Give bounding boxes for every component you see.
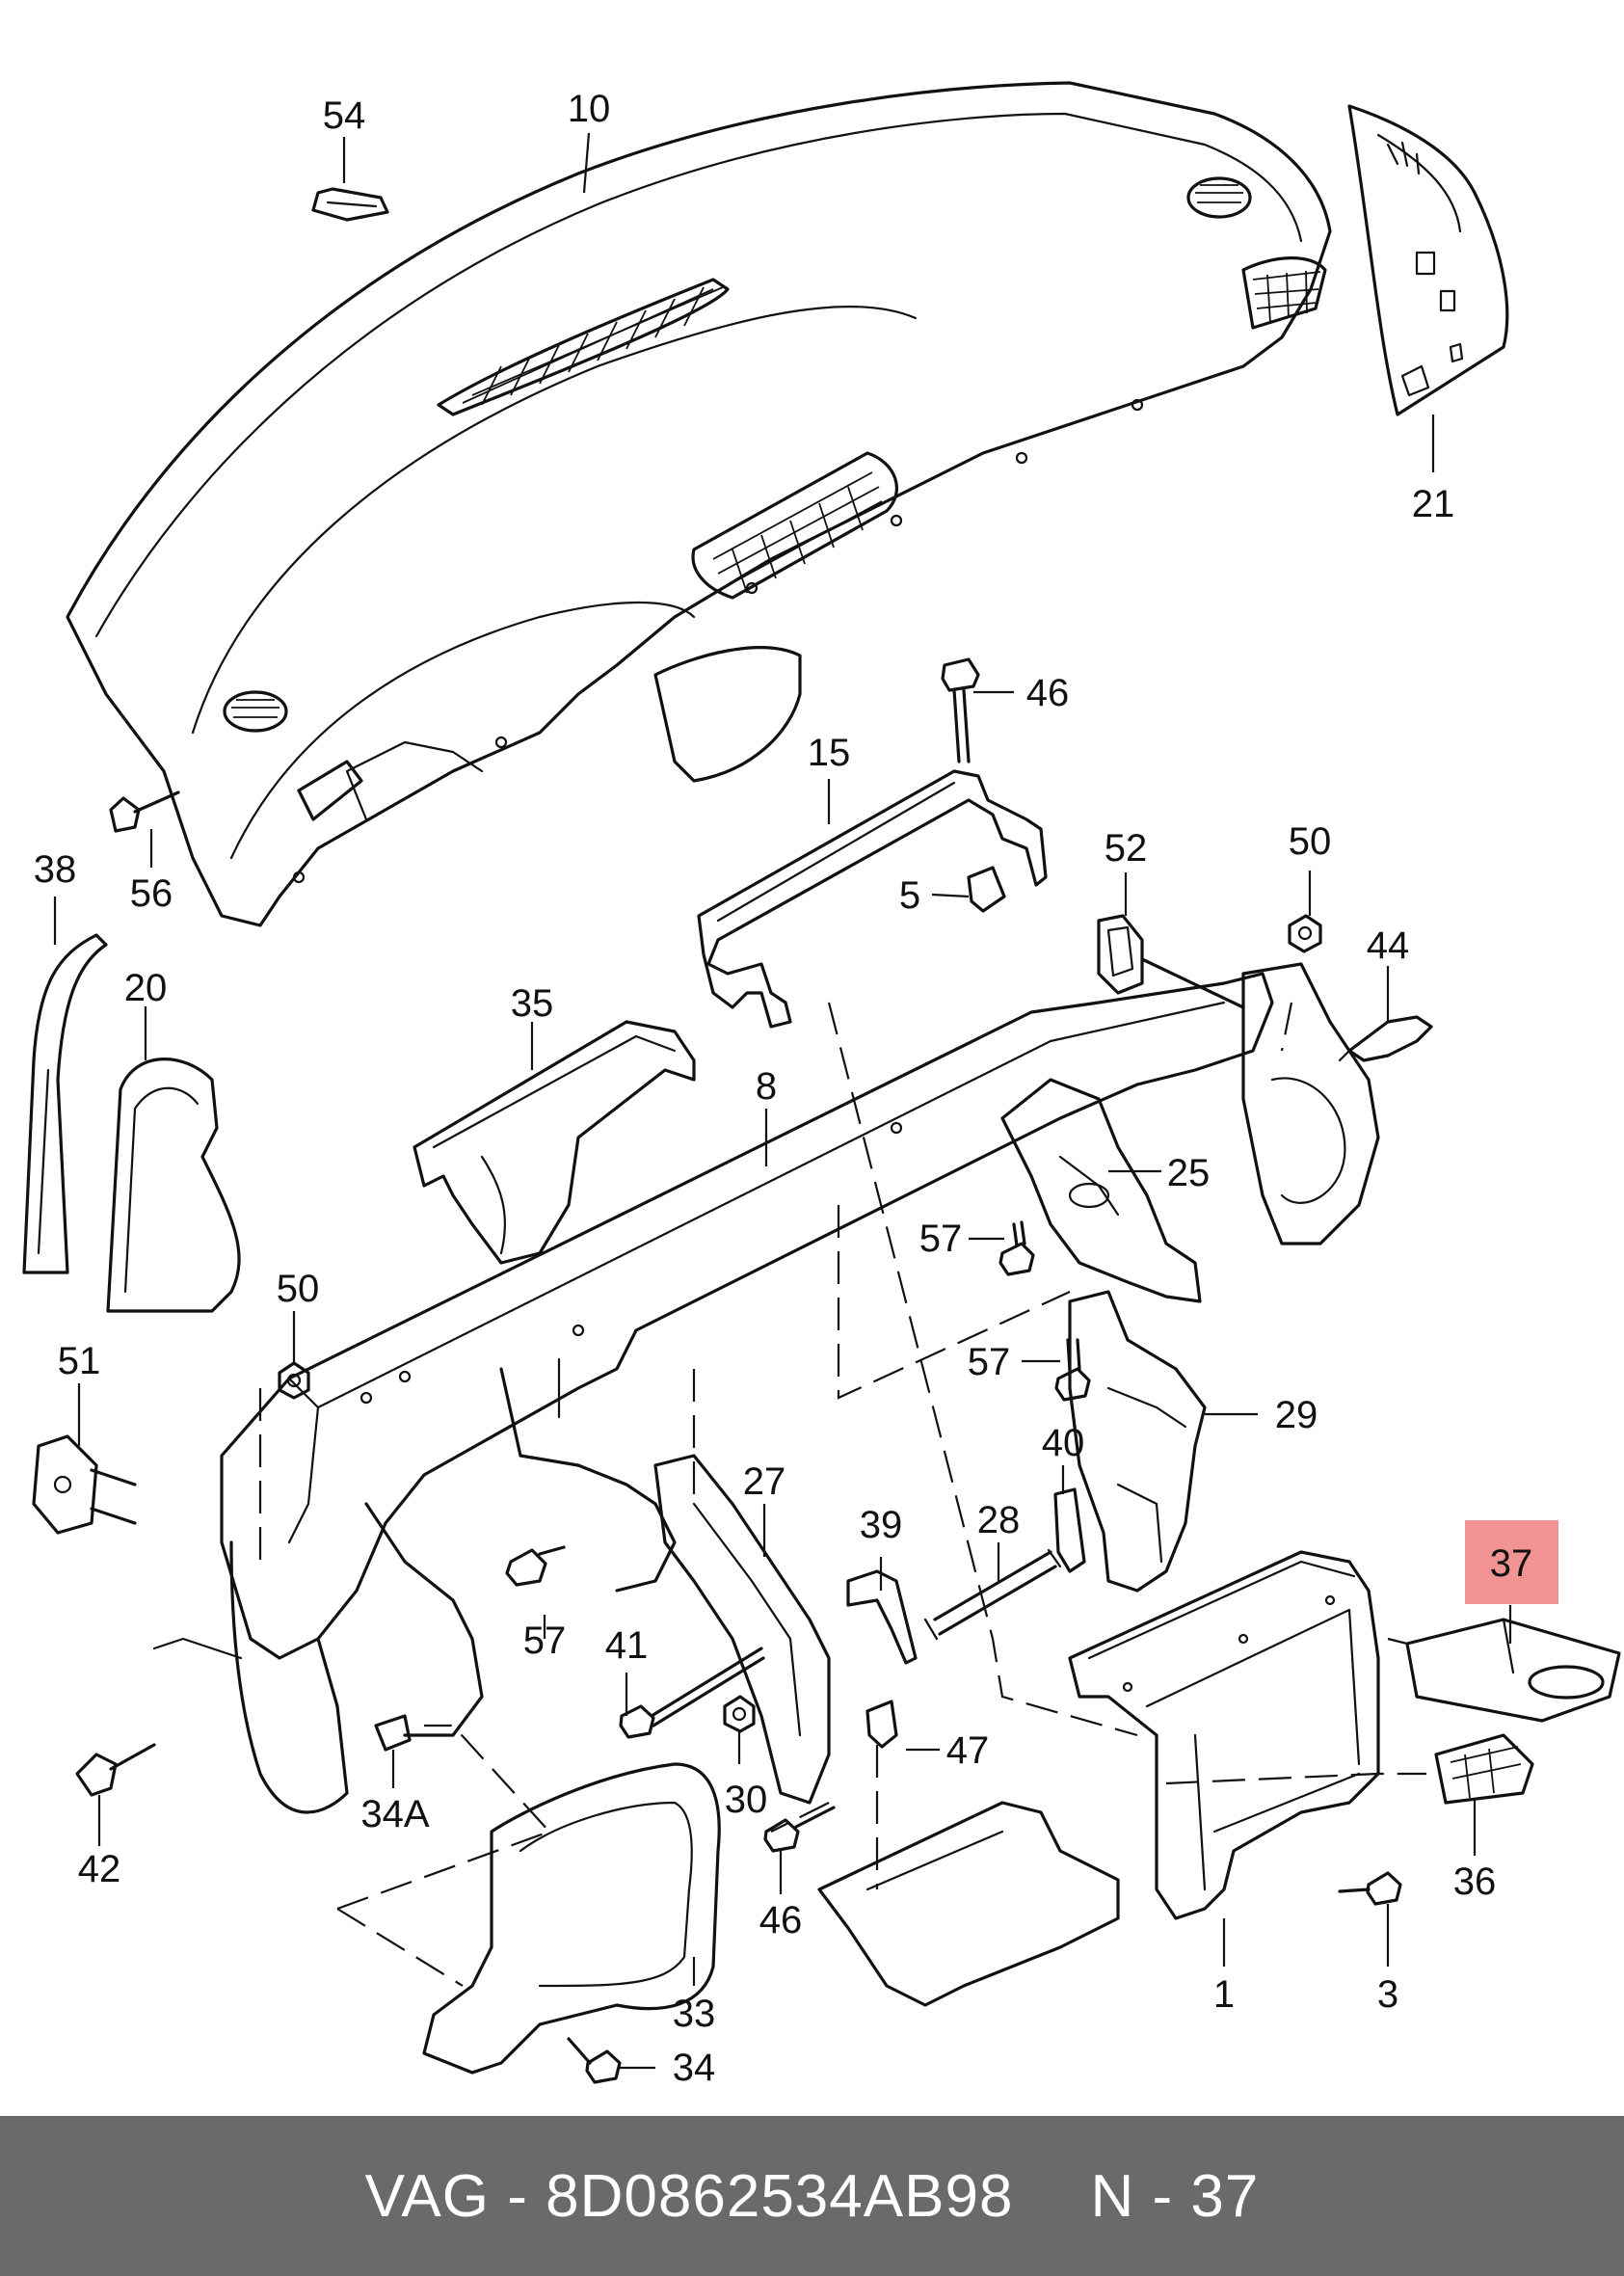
part-38-pillar-trim — [22, 933, 108, 1274]
label-51: 51 — [58, 1340, 101, 1382]
highlight-box-37 — [1465, 1520, 1558, 1604]
label-15: 15 — [808, 732, 851, 774]
label-54: 54 — [323, 94, 366, 137]
label-41: 41 — [605, 1624, 649, 1667]
label-3: 3 — [1377, 1973, 1398, 2016]
label-34: 34 — [673, 2047, 716, 2089]
exploded-view: 54 10 21 56 46 15 5 52 50 44 38 20 35 8 … — [22, 81, 1621, 2089]
part-1-mounting-frame — [1068, 1550, 1380, 1920]
label-57-a: 57 — [919, 1218, 963, 1260]
part-35-duct — [413, 1020, 696, 1265]
label-1: 1 — [1213, 1973, 1235, 2016]
part-37-cup-holder — [1405, 1618, 1621, 1723]
label-5: 5 — [899, 874, 920, 917]
label-10: 10 — [568, 88, 611, 130]
footer-position-number: 37 — [1190, 2162, 1260, 2230]
footer-position-separator: - — [1152, 2162, 1174, 2230]
part-3-screw — [1338, 1871, 1402, 1906]
part-33-knee-panel — [422, 1762, 721, 2075]
part-34a-clip — [374, 1714, 412, 1752]
footer-separator: - — [507, 2162, 528, 2230]
part-40-clip — [1053, 1487, 1086, 1573]
part-29-support — [1068, 1290, 1207, 1593]
part-47-clip — [865, 1700, 898, 1749]
floor-console — [817, 1801, 1120, 2007]
label-46-lower: 46 — [759, 1899, 803, 1941]
part-27-bracket — [653, 1454, 831, 1805]
label-30: 30 — [725, 1779, 768, 1821]
part-51-bracket — [32, 1434, 137, 1535]
label-8: 8 — [756, 1065, 777, 1108]
part-8-cross-member — [152, 972, 1274, 1814]
part-15-bracket — [697, 769, 1048, 1029]
label-37: 37 — [1490, 1542, 1533, 1585]
assembly-lines — [258, 1002, 1426, 1987]
part-46-screw-lower — [763, 1806, 836, 1853]
part-44-sensor — [1338, 1015, 1433, 1062]
label-29: 29 — [1275, 1394, 1318, 1436]
label-42: 42 — [78, 1848, 121, 1890]
part-20-side-cover — [106, 1058, 241, 1313]
part-41-screw — [619, 1647, 765, 1739]
part-57-screw-b — [1054, 1338, 1091, 1402]
label-44: 44 — [1367, 924, 1410, 967]
footer-bar: VAG - 8D0862534AB98 N - 37 — [0, 2116, 1624, 2276]
part-25-bracket — [1000, 1078, 1202, 1303]
part-56-screw — [109, 790, 180, 833]
part-10-dashboard — [66, 81, 1332, 927]
footer-brand: VAG — [364, 2162, 491, 2230]
part-28-rod — [923, 1548, 1062, 1641]
label-27: 27 — [743, 1460, 786, 1503]
part-30-nut — [723, 1695, 756, 1733]
part-42-expansion-rivet — [75, 1743, 156, 1797]
part-39-strap — [846, 1569, 918, 1665]
part-21-side-trim — [1347, 104, 1509, 416]
footer-part-number: 8D0862534AB98 — [546, 2162, 1014, 2230]
part-54-clip — [311, 187, 389, 222]
part-52-bracket — [1097, 914, 1245, 1009]
label-28: 28 — [977, 1499, 1021, 1541]
part-5-clip — [967, 866, 1006, 913]
label-25: 25 — [1167, 1152, 1211, 1194]
label-50-upper: 50 — [1289, 820, 1332, 863]
label-52: 52 — [1105, 827, 1148, 870]
label-36: 36 — [1453, 1861, 1497, 1903]
part-36-vent — [1434, 1733, 1534, 1805]
label-21: 21 — [1412, 483, 1455, 525]
label-56: 56 — [130, 872, 173, 915]
label-20: 20 — [124, 967, 168, 1009]
label-50-lower: 50 — [277, 1268, 320, 1310]
part-50-nut-lower — [278, 1361, 310, 1400]
part-57-screw-a — [998, 1220, 1035, 1276]
label-57-c: 57 — [523, 1620, 567, 1662]
leader-lines — [53, 132, 1512, 2070]
part-50-nut-upper — [1288, 914, 1322, 953]
side-bracket-right — [1241, 962, 1380, 1245]
parts-diagram: 54 10 21 56 46 15 5 52 50 44 38 20 35 8 … — [22, 81, 1621, 2089]
label-47: 47 — [946, 1729, 990, 1772]
label-33: 33 — [673, 1993, 716, 2035]
label-57-b: 57 — [968, 1341, 1011, 1383]
label-40: 40 — [1042, 1422, 1085, 1464]
part-46-bolt-upper — [941, 657, 980, 763]
footer-position-prefix: N — [1090, 2162, 1135, 2230]
label-46-upper: 46 — [1026, 672, 1070, 714]
label-34a: 34A — [360, 1793, 429, 1835]
part-34-screw — [567, 2037, 622, 2084]
label-39: 39 — [860, 1504, 903, 1546]
part-labels: 54 10 21 56 46 15 5 52 50 44 38 20 35 8 … — [34, 88, 1533, 2089]
part-57-screw-c — [505, 1545, 566, 1587]
label-35: 35 — [511, 982, 554, 1025]
label-38: 38 — [34, 848, 77, 891]
